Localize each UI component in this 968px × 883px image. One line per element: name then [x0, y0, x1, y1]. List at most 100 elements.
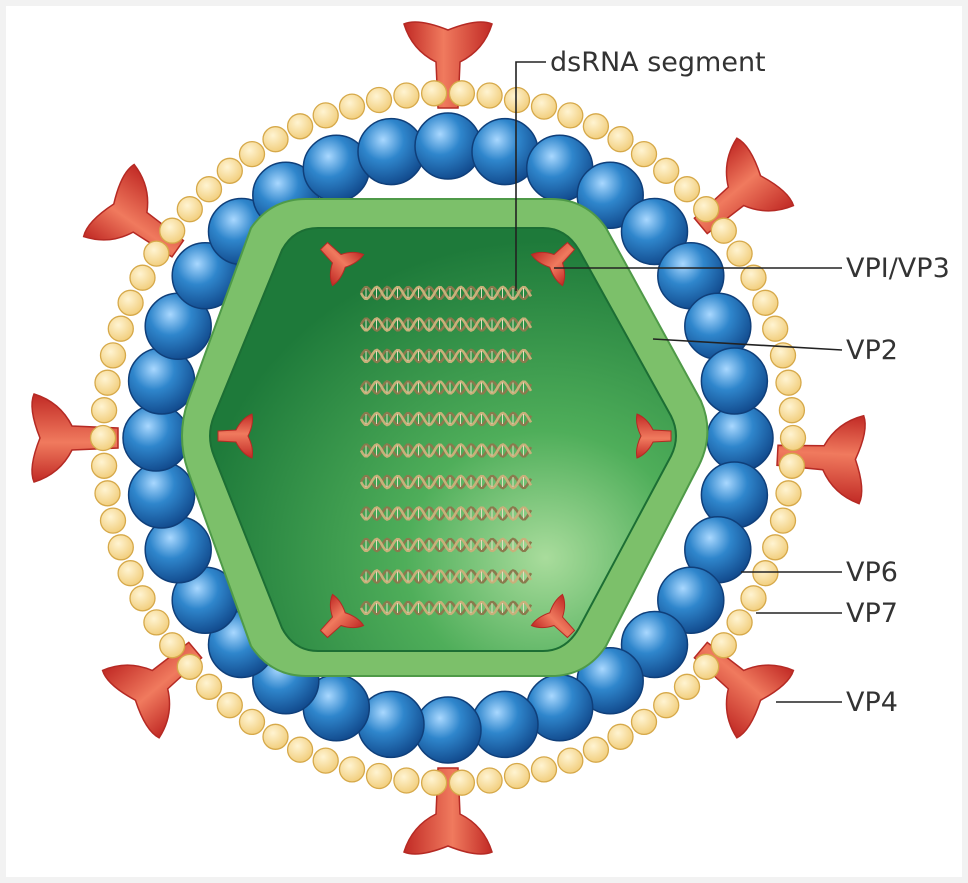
vp7-bead	[94, 480, 121, 507]
vp7-bead	[740, 264, 767, 291]
vp7-bead	[143, 240, 170, 267]
vp7-bead	[503, 762, 531, 790]
vp7-bead	[262, 723, 289, 750]
vp6-sphere	[620, 197, 689, 266]
vp7-bead	[99, 342, 127, 369]
vp7-bead	[740, 585, 767, 612]
vp7-bead	[752, 560, 779, 587]
vp6-sphere	[414, 112, 482, 180]
vp7-bead	[653, 692, 680, 719]
vp7-bead	[420, 80, 448, 107]
vp6-sphere	[706, 404, 774, 472]
vp7-bead	[557, 102, 584, 129]
dsrna-segment	[359, 506, 533, 521]
vp7-bead	[752, 289, 779, 316]
leader-dsrna	[515, 61, 546, 291]
vp7-layer	[89, 80, 807, 796]
vp6-sphere	[127, 461, 196, 529]
vp7-bead	[762, 534, 789, 561]
vp7-bead	[176, 196, 203, 223]
vp7-bead	[238, 708, 266, 736]
vp7-bead	[107, 315, 134, 342]
vp7-bead	[448, 769, 476, 796]
label-vp7: VP7	[846, 598, 898, 629]
vp7-bead	[607, 723, 634, 750]
vp7-bead	[94, 369, 121, 396]
vp7-bead	[630, 140, 658, 168]
dsrna-segment	[359, 569, 533, 584]
leader-vp2	[652, 338, 843, 351]
vp7-bead	[710, 632, 737, 659]
vp7-bead	[653, 157, 680, 184]
label-dsrna-segment: dsRNA segment	[550, 47, 766, 78]
vp7-bead	[557, 747, 584, 774]
dsrna-segments	[359, 285, 533, 616]
vp7-bead	[726, 609, 753, 636]
vp6-sphere	[576, 161, 644, 229]
vp6-sphere	[657, 566, 725, 634]
vp7-bead	[312, 747, 339, 774]
vp7-bead	[159, 632, 186, 659]
label-vp2: VP2	[846, 335, 898, 366]
vp7-bead	[238, 140, 266, 168]
vp6-sphere	[700, 347, 769, 415]
vp7-bead	[338, 93, 366, 120]
dsrna-segment	[359, 380, 533, 395]
vp6-sphere	[414, 696, 482, 764]
dsrna-segment	[359, 348, 533, 364]
vp7-bead	[582, 736, 610, 763]
vp6-sphere	[471, 690, 539, 759]
dsrna-segment	[359, 411, 533, 427]
vp7-bead	[262, 126, 289, 153]
dsrna-segment	[359, 443, 533, 458]
vp7-bead	[195, 673, 223, 700]
vp7-bead	[312, 102, 339, 129]
vp7-bead	[476, 767, 503, 794]
virus-illustration	[31, 21, 867, 855]
vp7-bead	[129, 264, 156, 291]
vp7-bead	[393, 767, 420, 794]
vp7-bead	[775, 369, 802, 396]
vp7-bead	[143, 609, 170, 636]
vp7-bead	[630, 708, 658, 736]
dsrna-segment	[359, 537, 533, 553]
vp7-bead	[338, 756, 366, 783]
vp7-bead	[778, 397, 806, 424]
vp7-bead	[582, 113, 610, 140]
vp7-bead	[129, 585, 156, 612]
vp7-bead	[448, 80, 476, 107]
vp7-bead	[286, 736, 314, 763]
vp7-bead	[393, 82, 420, 109]
label-vp1-vp3: VPI/VP3	[846, 253, 950, 284]
vp7-bead	[726, 240, 753, 267]
dsrna-segment	[359, 317, 533, 332]
vp7-bead	[117, 289, 144, 316]
dsrna-segment	[359, 474, 533, 490]
vp7-bead	[775, 480, 802, 507]
vp7-bead	[530, 756, 558, 783]
label-vp4: VP4	[846, 687, 898, 718]
vp7-bead	[769, 342, 797, 369]
vp7-bead	[673, 176, 701, 203]
vp7-bead	[216, 692, 243, 719]
vp7-bead	[90, 452, 118, 479]
vp7-bead	[176, 653, 203, 680]
vp7-bead	[779, 424, 807, 452]
label-vp6: VP6	[846, 557, 898, 588]
vp6-sphere	[122, 404, 190, 472]
vp7-bead	[673, 673, 701, 700]
leader-lines	[515, 61, 843, 703]
vp7-bead	[286, 113, 314, 140]
vp7-bead	[99, 507, 127, 534]
vp7-bead	[476, 82, 503, 109]
vp7-bead	[420, 769, 448, 796]
vp7-bead	[693, 653, 720, 680]
vp7-bead	[762, 315, 789, 342]
vp7-bead	[365, 762, 393, 790]
vp7-bead	[607, 126, 634, 153]
vp7-bead	[195, 176, 223, 203]
vp7-bead	[710, 217, 737, 244]
vp7-bead	[365, 86, 393, 114]
vp7-bead	[503, 86, 531, 114]
core	[209, 227, 677, 652]
